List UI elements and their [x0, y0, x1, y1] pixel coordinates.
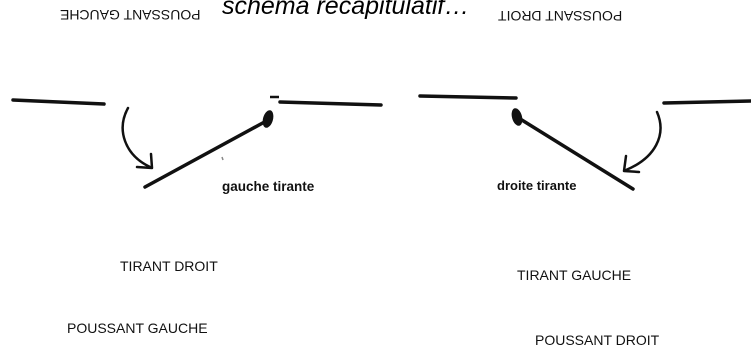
- right-pivot-dot-icon: [511, 108, 523, 126]
- left-lever: [143, 117, 272, 189]
- left-small-tick: [221, 156, 224, 161]
- right-arrowhead-icon: [622, 154, 641, 174]
- left-arrowhead-icon: [135, 152, 154, 170]
- left-curved-arrow-icon: [121, 106, 152, 169]
- right-diagram: [418, 94, 751, 191]
- diagram-title: schéma récapitulatif…: [222, 0, 470, 20]
- right-ground-right: [662, 99, 751, 105]
- right-bottom-label-1: TIRANT GAUCHE: [517, 267, 632, 283]
- right-curved-arrow-icon: [624, 110, 662, 172]
- left-pivot-dot-icon: [262, 110, 274, 128]
- left-bottom-label-2: POUSSANT GAUCHE: [67, 320, 208, 336]
- right-bottom-label-2: POUSSANT DROIT: [535, 332, 660, 348]
- left-ground-right: [278, 100, 383, 107]
- right-caption: droite tirante: [497, 178, 577, 193]
- right-lever: [515, 115, 635, 191]
- left-caption: gauche tirante: [222, 179, 315, 194]
- left-ground-left: [11, 98, 106, 106]
- left-bottom-label-1: TIRANT DROIT: [120, 258, 218, 274]
- left-diagram: [11, 95, 383, 189]
- right-ground-left: [418, 94, 518, 100]
